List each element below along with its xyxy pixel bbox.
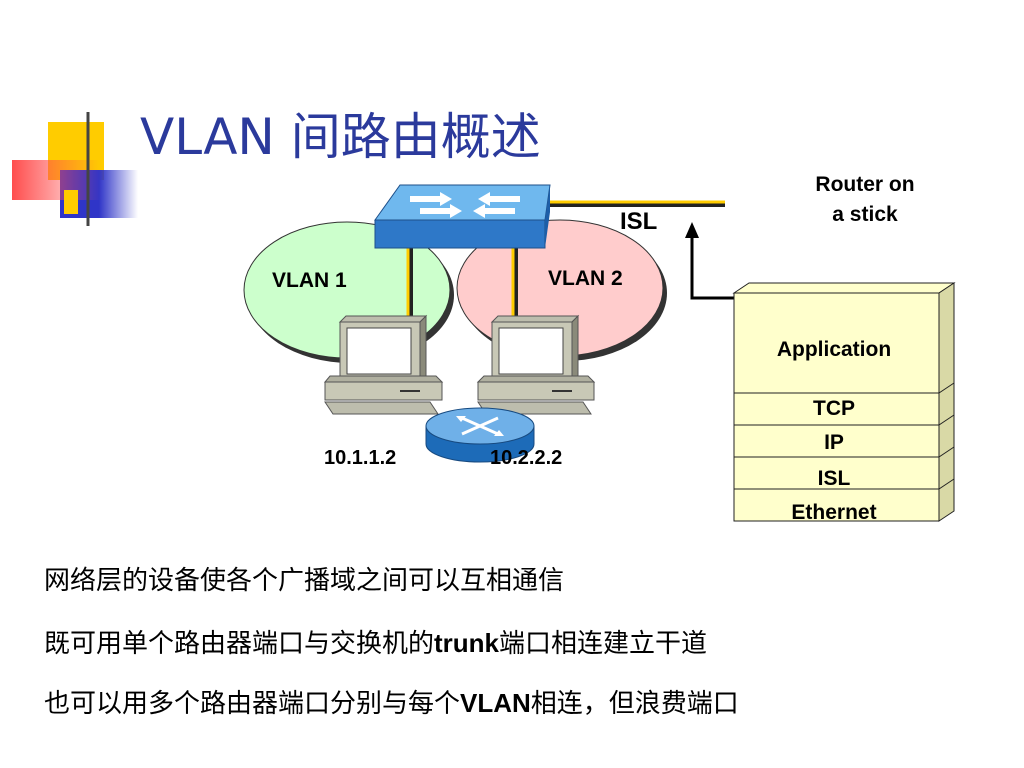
host1-ip-label: 10.1.1.2	[324, 447, 397, 469]
host2-link	[511, 240, 518, 320]
stack-isl-layer	[733, 456, 940, 490]
stack-isl-label: ISL	[817, 467, 851, 490]
deco-yellow-small	[64, 190, 78, 214]
host1-link	[406, 240, 413, 320]
network-diagram	[243, 184, 956, 522]
stack-application-layer	[733, 292, 940, 394]
protocol-stack	[732, 282, 956, 522]
host2-ip-label: 10.2.2.2	[490, 447, 563, 469]
router-on-stick-label: Router on a stick	[815, 173, 915, 226]
computer-icon-host2	[476, 314, 596, 415]
bullet-keyword-vlan: VLAN	[460, 688, 531, 718]
stack-tcp-label: TCP	[813, 397, 855, 420]
stack-tcp-layer	[733, 392, 940, 426]
slide-title: VLAN 间路由概述	[140, 108, 541, 166]
switch-icon	[374, 184, 551, 249]
bullet-line-1: 网络层的设备使各个广播域之间可以互相通信	[44, 566, 565, 596]
computer-icon-host1	[323, 314, 444, 415]
router-icon	[425, 407, 535, 463]
bullet-keyword-trunk: trunk	[434, 628, 500, 658]
stack-ip-layer	[733, 424, 940, 458]
vlan1-label: VLAN 1	[272, 269, 347, 292]
stack-ethernet-layer	[733, 488, 940, 522]
stack-application-label: Application	[776, 338, 892, 361]
stack-ip-label: IP	[824, 431, 844, 454]
vlan2-label: VLAN 2	[548, 267, 623, 290]
stack-ethernet-label: Ethernet	[791, 501, 877, 524]
bullet-line-3: 也可以用多个路由器端口分别与每个VLAN相连，但浪费端口	[44, 688, 739, 719]
bullet-line-2: 既可用单个路由器端口与交换机的trunk端口相连建立干道	[44, 628, 708, 659]
corner-decoration	[12, 112, 960, 226]
isl-link-label: ISL	[620, 208, 658, 235]
arrow-icon	[685, 222, 734, 300]
